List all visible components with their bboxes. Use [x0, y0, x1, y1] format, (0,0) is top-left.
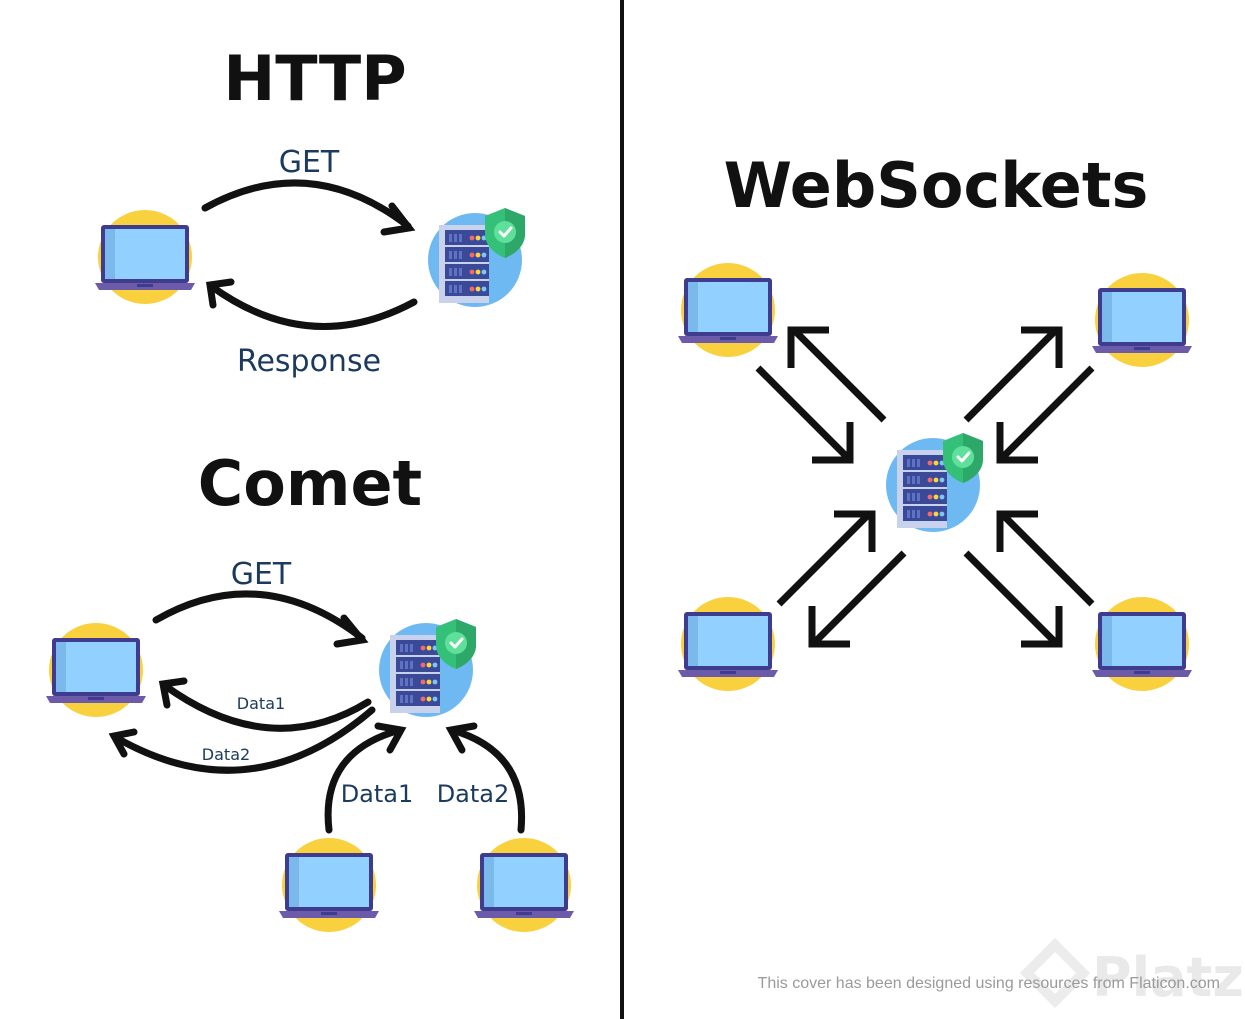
comet-incoming-arrow-2 [445, 722, 526, 834]
platzi-logo-icon [1019, 937, 1091, 1009]
comet-push-label-1: Data1 [237, 694, 285, 713]
http-title: HTTP [223, 42, 406, 115]
ws-arrow-bottom-left-out [808, 550, 907, 648]
ws-arrow-bottom-right-in [996, 510, 1095, 607]
comet-push-arrow-2 [108, 706, 376, 774]
websockets-section: WebSockets [678, 149, 1192, 691]
watermark-text: Platzi [1092, 946, 1245, 1009]
ws-client-laptop-icon-top-left [678, 263, 778, 357]
http-client-laptop-icon [95, 210, 195, 304]
comet-incoming-label-1: Data1 [341, 780, 414, 808]
credit-text: This cover has been designed using resou… [758, 975, 1220, 992]
websockets-title: WebSockets [724, 149, 1149, 222]
comet-title: Comet [198, 447, 422, 520]
ws-arrow-top-left-in [755, 365, 854, 464]
comet-client-laptop-icon-2 [279, 838, 379, 932]
http-response-label: Response [237, 344, 381, 379]
http-get-label: GET [279, 145, 340, 180]
ws-client-laptop-icon-bottom-left [678, 597, 778, 691]
http-response-arrow [206, 278, 418, 330]
ws-client-laptop-icon-top-right [1092, 273, 1192, 367]
comet-get-label: GET [231, 557, 292, 592]
comet-section: Comet GET Data1 Data2 Data1 Data2 [46, 447, 574, 932]
comet-push-arrow-1 [158, 677, 372, 732]
comet-client-laptop-icon [46, 623, 146, 717]
ws-arrow-top-right-in [996, 365, 1095, 464]
platzi-logo-watermark: Platzi [1019, 937, 1245, 1009]
ws-arrow-bottom-right-out [963, 550, 1063, 648]
comet-incoming-label-2: Data2 [437, 780, 510, 808]
ws-arrow-top-right-out [963, 326, 1063, 423]
http-section: HTTP GET Response [95, 42, 527, 379]
ws-arrow-top-left-out [787, 326, 887, 423]
comet-push-label-2: Data2 [202, 745, 250, 764]
comet-get-arrow [152, 590, 369, 648]
http-get-arrow [201, 179, 416, 236]
comet-incoming-arrow-1 [324, 722, 407, 834]
ws-arrow-bottom-left-in [776, 510, 876, 607]
comet-client-laptop-icon-3 [474, 838, 574, 932]
ws-client-laptop-icon-bottom-right [1092, 597, 1192, 691]
